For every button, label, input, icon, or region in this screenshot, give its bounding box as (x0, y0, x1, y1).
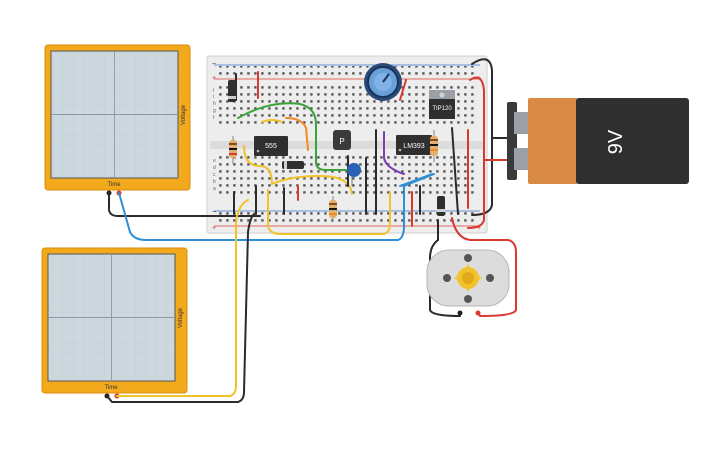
oscilloscope-top-ylabel: Voltage (181, 104, 187, 125)
diode-center[interactable] (282, 161, 304, 169)
svg-text:f: f (213, 115, 215, 121)
oscilloscope-bottom-xlabel: Time (104, 385, 118, 391)
timer-555-label: 555 (265, 143, 277, 150)
rail-minus-bottom: − (212, 209, 216, 216)
motor-gear-icon (454, 264, 482, 292)
wire-battery-red[interactable] (467, 76, 485, 229)
svg-text:g: g (213, 108, 216, 114)
wire-motor-black[interactable] (429, 219, 461, 317)
wire-black-8[interactable] (451, 127, 459, 215)
motor-terminal-red[interactable] (475, 310, 481, 316)
wire-green[interactable] (237, 102, 351, 171)
oscilloscope-bottom-ylabel: Voltage (178, 307, 184, 328)
svg-text:d: d (213, 165, 216, 171)
wire-scope-bottom-black[interactable] (106, 213, 255, 403)
rail-plus-bottom: + (212, 225, 216, 232)
oscilloscope-top[interactable]: Voltage Time (44, 44, 191, 196)
comparator-lm393-chip[interactable]: LM393 (396, 135, 432, 155)
wire-scope-top-black[interactable] (108, 192, 261, 217)
transistor-tip120-label: TIP120 (432, 106, 452, 112)
row-letters-bottom: e d c b a (213, 158, 216, 192)
capacitor-ceramic[interactable] (347, 163, 361, 186)
oscilloscope-bottom[interactable]: Voltage Time (41, 247, 188, 399)
svg-text:e: e (213, 158, 216, 164)
svg-text:h: h (213, 101, 216, 107)
rail-plus-bottom-right: + (477, 225, 481, 232)
wire-scope-bottom-yellow[interactable] (116, 199, 249, 397)
battery-label: 9V (605, 129, 627, 154)
wire-yellow-loop[interactable] (243, 145, 353, 195)
wire-scope-top-blue[interactable] (118, 173, 435, 241)
wire-red-pot[interactable] (399, 79, 407, 101)
motor-terminal-black[interactable] (457, 310, 463, 316)
svg-text:a: a (213, 186, 216, 192)
svg-text:b: b (213, 179, 216, 185)
resistor-center[interactable] (329, 196, 337, 222)
comparator-lm393-label: LM393 (403, 143, 425, 150)
phototransistor-label: P (339, 137, 344, 146)
resistor-left[interactable] (229, 136, 237, 164)
oscilloscope-top-xlabel: Time (107, 182, 121, 188)
resistor-right[interactable] (430, 130, 438, 162)
svg-text:c: c (213, 172, 216, 178)
wire-yellow-short[interactable] (261, 119, 283, 123)
phototransistor[interactable]: P (333, 130, 351, 150)
diode-left[interactable] (228, 80, 236, 102)
dc-motor[interactable] (426, 249, 510, 316)
potentiometer[interactable] (364, 63, 402, 101)
svg-text:j: j (212, 87, 214, 93)
rail-minus-top: − (212, 61, 216, 68)
battery-9v[interactable]: 9V (507, 98, 689, 184)
wire-motor-red[interactable] (451, 217, 517, 317)
wire-blue-short[interactable] (399, 173, 433, 187)
timer-555-chip[interactable]: 555 (254, 136, 288, 156)
diode-right[interactable] (437, 196, 445, 216)
wire-purple[interactable] (383, 131, 405, 175)
rail-plus-top: + (212, 75, 216, 82)
svg-text:i: i (213, 94, 214, 100)
row-letters-top: j i h g f (212, 87, 216, 121)
wire-yellow-lower[interactable] (267, 189, 391, 235)
wire-orange[interactable] (285, 117, 309, 151)
transistor-tip120[interactable]: TIP120 (429, 90, 455, 119)
wires (106, 58, 517, 403)
